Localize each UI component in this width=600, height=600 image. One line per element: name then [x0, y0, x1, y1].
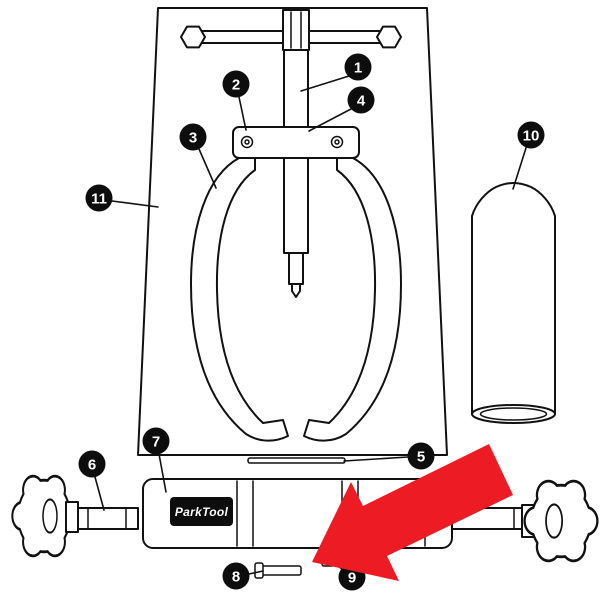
sleeve-bottom-bore: [479, 407, 548, 421]
left-knob-shaft: [77, 507, 139, 530]
callout-2-label: 2: [232, 76, 240, 93]
callout-6-label: 6: [88, 456, 96, 473]
screw-tip: [291, 283, 301, 298]
callout-3-circle: [179, 123, 207, 151]
parktool-logo-box: [170, 497, 233, 526]
sleeve-body: [471, 182, 556, 415]
callout-9-label: 9: [348, 569, 356, 586]
callout-2: 2: [222, 70, 250, 131]
callout-4-line: [308, 108, 352, 132]
callout-3-line: [198, 148, 217, 189]
callout-2-line: [238, 96, 247, 131]
callout-7-circle: [142, 427, 170, 455]
screw-narrow-step: [288, 252, 304, 285]
crossbar-left-bolt-center: [244, 139, 250, 145]
callout-8-label: 8: [232, 568, 240, 585]
left-knob-collar: [65, 501, 79, 533]
parktool-logo-text: ParkTool: [175, 505, 229, 519]
callout-11-line: [111, 200, 159, 208]
callout-10: 10: [512, 121, 545, 190]
callout-10-circle: [517, 121, 545, 149]
callout-6: 6: [78, 450, 106, 511]
crossbar-plate: [232, 126, 360, 159]
callout-8-line: [248, 570, 264, 575]
crossbar-right-bolt: [330, 135, 344, 149]
small-pin-8: [254, 562, 302, 579]
callout-11-circle: [85, 184, 113, 212]
callout-7-label: 7: [152, 433, 160, 450]
callout-5-label: 5: [417, 448, 425, 465]
callout-7-line: [158, 453, 167, 493]
callout-4-label: 4: [357, 92, 366, 109]
callout-5-circle: [407, 442, 435, 470]
callout-1-line: [300, 75, 350, 92]
callout-5-line: [343, 456, 409, 462]
callout-1-circle: [344, 53, 372, 81]
callout-10-label: 10: [523, 127, 540, 144]
t-handle-right-end: [376, 25, 402, 49]
callout-8-circle: [222, 562, 250, 590]
red-pointer-arrow: [312, 444, 513, 581]
callout-4-circle: [347, 86, 375, 114]
callout-6-circle: [78, 450, 106, 478]
callout-11-label: 11: [91, 190, 107, 207]
callout-8: 8: [222, 562, 264, 590]
callout-1: 1: [300, 53, 372, 92]
puller-left-arm: [190, 157, 289, 442]
callout-5: 5: [343, 442, 435, 470]
sleeve-cylinder: [471, 182, 556, 424]
callout-7: 7: [142, 427, 170, 493]
puller-right-arm: [303, 157, 402, 442]
crossbar-left-bolt: [240, 135, 254, 149]
callout-3: 3: [179, 123, 217, 189]
left-knob: [11, 474, 139, 558]
t-handle-left-end: [180, 25, 206, 49]
pin-8-shaft: [260, 565, 302, 576]
callout-6-line: [94, 476, 105, 511]
callout-3-label: 3: [189, 129, 197, 146]
puller-crossbar: [232, 126, 360, 159]
right-knob-hub: [545, 503, 564, 539]
callout-2-circle: [222, 70, 250, 98]
screw-hex-head: [282, 9, 310, 51]
callout-11: 11: [85, 184, 159, 212]
callout-10-line: [512, 147, 527, 190]
callout-4: 4: [308, 86, 375, 132]
right-knob-wheel: [523, 479, 599, 563]
thin-rod: [247, 457, 346, 464]
callout-1-label: 1: [354, 59, 362, 76]
crossbar-right-bolt-center: [334, 139, 340, 145]
